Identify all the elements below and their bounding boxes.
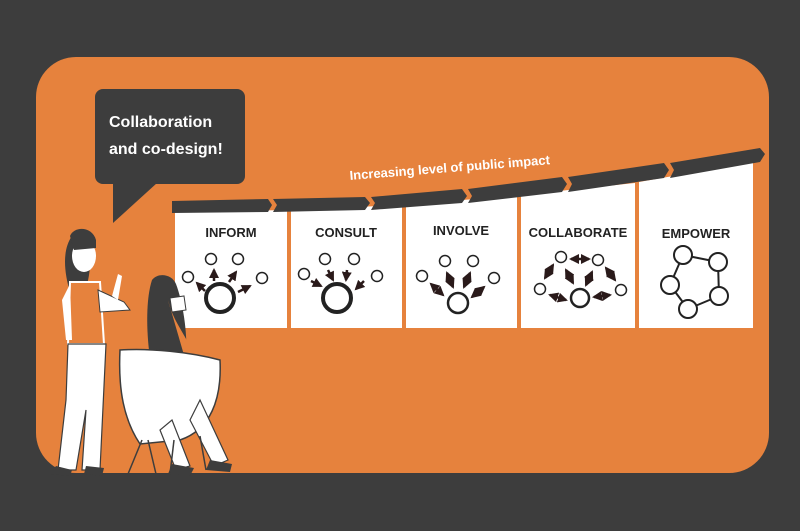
standing-woman-illustration [50, 228, 131, 476]
seated-woman-illustration [118, 275, 232, 476]
speech-bubble-tail [113, 183, 157, 223]
two-way-arrows-icon [415, 254, 501, 315]
speech-bubble: Collaboration and co-design! [95, 89, 245, 184]
broadcast-outward-arrows-icon [181, 252, 269, 314]
impact-arrow-band [172, 148, 765, 213]
inward-arrows-icon [297, 252, 384, 314]
stage-title-consult: CONSULT [315, 225, 377, 240]
connected-ring-icon [660, 245, 729, 319]
speech-bubble-text: Collaboration and co-design! [109, 114, 223, 158]
panel-inform [175, 210, 287, 328]
stage-panels [175, 162, 753, 328]
panel-consult [291, 205, 402, 328]
network-two-way-arrows-icon [533, 250, 628, 309]
stage-title-involve: INVOLVE [432, 223, 490, 238]
stage-title-collaborate: COLLABORATE [528, 225, 628, 240]
stage-title-empower: EMPOWER [661, 226, 731, 241]
panel-involve [406, 196, 517, 328]
stage-title-inform: INFORM [205, 225, 257, 240]
